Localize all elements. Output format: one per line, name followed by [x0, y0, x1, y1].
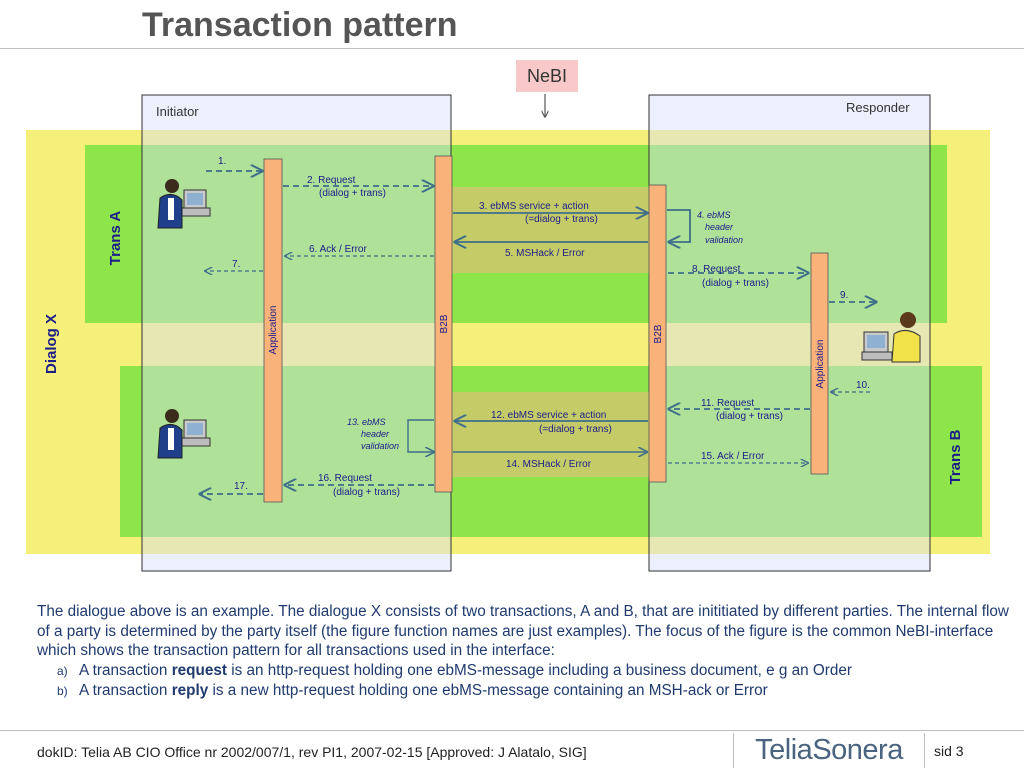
initiator-box [141, 94, 452, 572]
transaction-diagram: Initiator Responder Dialog X Trans A Tra… [26, 94, 990, 572]
msg-12a: 12. ebMS service + action [491, 410, 606, 421]
msg-15: 15. Ack / Error [701, 451, 765, 462]
msg-10: 10. [856, 380, 870, 391]
list-item: b) A transaction reply is a new http-requ… [57, 681, 1012, 702]
page-title: Transaction pattern [142, 6, 458, 44]
logo-text: TeliaSonera [755, 734, 903, 766]
list-text: A transaction [79, 661, 172, 679]
nebi-zone-a [452, 187, 649, 273]
person-computer-icon [861, 312, 921, 363]
msg-4a: 4. ebMS [697, 210, 731, 220]
description: The dialogue above is an example. The di… [37, 602, 1012, 702]
msg-4c: validation [705, 235, 743, 245]
msg-16b: (dialog + trans) [333, 487, 400, 498]
msg-1: 1. [218, 156, 226, 167]
title-divider [0, 48, 1024, 49]
lifeline-b2b-left-label: B2B [439, 314, 450, 333]
msg-4b: header [705, 222, 734, 232]
lifeline-b2b-right-label: B2B [653, 324, 664, 343]
msg-6: 6. Ack / Error [309, 244, 367, 255]
teliasonera-logo: TeliaSonera [733, 733, 925, 768]
msg-8a: 8. Request [692, 264, 741, 275]
trans-a-label: Trans A [107, 211, 124, 266]
nebi-label: NeBI [516, 60, 578, 92]
dialog-label: Dialog X [43, 314, 60, 374]
msg-3b: (=dialog + trans) [525, 214, 598, 225]
msg-11a: 11. Request [701, 398, 754, 409]
nebi-zone-b [452, 392, 649, 477]
msg-13a: 13. ebMS [347, 417, 386, 427]
lifeline-app-right-label: Application [815, 340, 826, 389]
arrow-4-loop [667, 209, 691, 242]
footer-divider [0, 730, 1024, 731]
slide-number: sid 3 [934, 743, 964, 759]
msg-7: 7. [232, 259, 240, 270]
msg-13b: header [361, 429, 390, 439]
lifeline-app-right [810, 252, 829, 475]
msg-11b: (dialog + trans) [716, 411, 783, 422]
list-text: is an http-request holding one ebMS-mess… [226, 661, 852, 679]
list-bold-term: reply [171, 682, 209, 699]
footer-doc-id: dokID: Telia AB CIO Office nr 2002/007/1… [37, 744, 587, 760]
list-item: a) A transaction request is an http-reque… [57, 661, 1012, 682]
msg-2a: 2. Request [307, 175, 356, 186]
msg-17: 17. [234, 481, 248, 492]
list-marker: a) [57, 663, 68, 678]
msg-9: 9. [840, 290, 848, 301]
initiator-label: Initiator [156, 104, 199, 119]
msg-14: 14. MSHack / Error [506, 459, 592, 470]
arrow-13-loop [407, 419, 434, 452]
msg-12b: (=dialog + trans) [539, 424, 612, 435]
msg-3a: 3. ebMS service + action [479, 201, 589, 212]
msg-8b: (dialog + trans) [702, 278, 769, 289]
person-computer-icon [157, 409, 211, 459]
lifeline-app-left-label: Application [268, 306, 279, 355]
responder-label: Responder [846, 100, 910, 115]
list-marker: b) [57, 684, 68, 698]
msg-2b: (dialog + trans) [319, 188, 386, 199]
list-text: A transaction [79, 682, 172, 699]
description-paragraph: The dialogue above is an example. The di… [37, 603, 1009, 659]
msg-16a: 16. Request [318, 473, 372, 484]
person-computer-icon [157, 179, 211, 229]
lifeline-app-left [263, 158, 283, 503]
trans-b-label: Trans B [947, 429, 964, 484]
msg-13c: validation [361, 441, 399, 451]
list-bold-term: request [171, 661, 227, 679]
msg-5: 5. MSHack / Error [505, 248, 585, 259]
lifeline-b2b-left [434, 155, 453, 493]
list-text: is a new http-request holding one ebMS-m… [208, 682, 768, 699]
lifeline-b2b-right [648, 184, 667, 483]
